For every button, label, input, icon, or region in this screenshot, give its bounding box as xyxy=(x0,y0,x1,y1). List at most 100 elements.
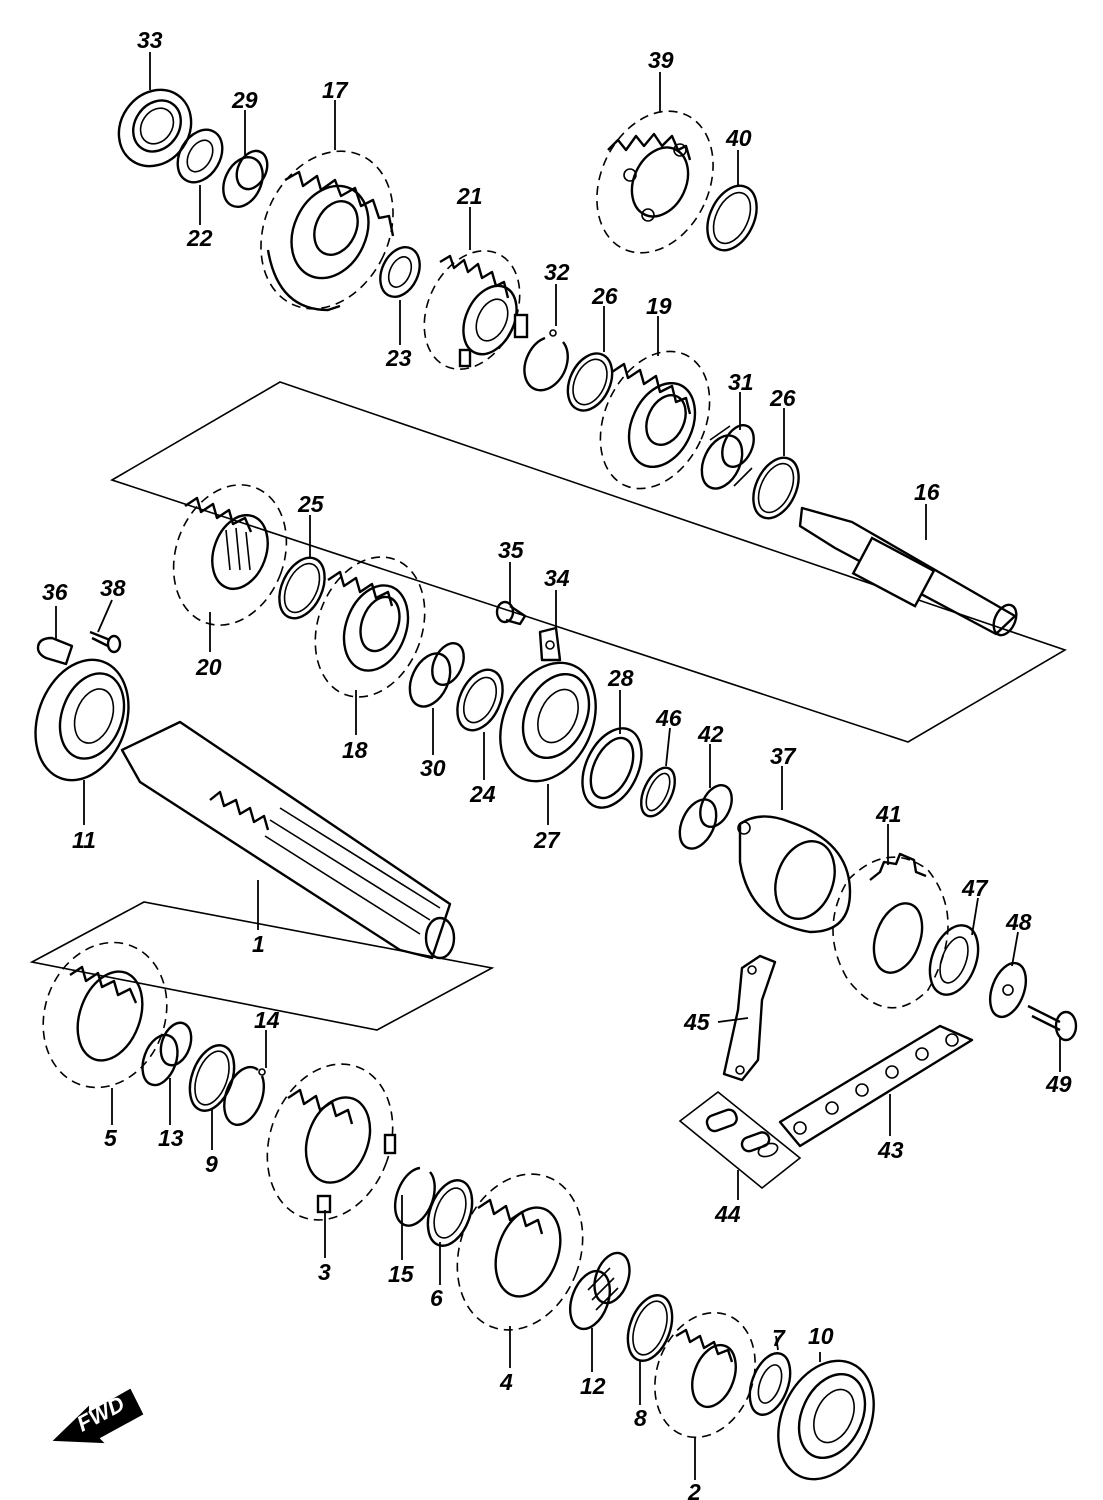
part-29-bushing xyxy=(222,149,269,208)
callout-31: 31 xyxy=(728,369,754,395)
part-34-washer xyxy=(538,626,562,662)
callout-42: 42 xyxy=(697,721,724,747)
part-4-gear xyxy=(456,1173,584,1331)
part-5-gear xyxy=(42,941,168,1089)
callout-26b: 26 xyxy=(769,385,796,411)
callout-33: 33 xyxy=(137,27,163,53)
part-19-gear xyxy=(599,350,711,490)
part-30-bushing xyxy=(408,642,465,708)
callout-47: 47 xyxy=(961,875,989,901)
callout-46: 46 xyxy=(655,705,682,731)
part-8-washer xyxy=(626,1294,674,1362)
callout-24: 24 xyxy=(469,781,496,807)
callout-14: 14 xyxy=(254,1007,280,1033)
callout-28: 28 xyxy=(607,665,634,691)
part-16-countershaft xyxy=(798,506,1018,637)
callout-35: 35 xyxy=(498,537,525,563)
part-20-gear xyxy=(172,484,288,626)
part-45-plate xyxy=(722,954,777,1082)
callout-29: 29 xyxy=(231,87,258,113)
callout-43: 43 xyxy=(877,1137,904,1163)
part-43-drive-chain xyxy=(778,1024,974,1148)
callout-44: 44 xyxy=(714,1201,741,1227)
chain-joint-kit-frame xyxy=(678,1090,802,1190)
callout-4: 4 xyxy=(499,1369,513,1395)
part-41-sprocket xyxy=(832,852,949,1009)
part-13-bushing xyxy=(141,1021,193,1087)
part-11-bearing xyxy=(34,658,130,782)
callout-39: 39 xyxy=(648,47,674,73)
part-15-circlip xyxy=(393,1166,436,1227)
part-44-chain-joint xyxy=(705,1108,779,1158)
callout-22: 22 xyxy=(186,225,213,251)
part-33-bearing xyxy=(117,88,193,168)
part-39-gear xyxy=(596,110,714,254)
part-24-washer xyxy=(456,668,504,732)
callout-labels: 33 29 17 39 40 22 21 23 32 26 19 31 26 1… xyxy=(42,27,1072,1500)
callout-49: 49 xyxy=(1045,1071,1072,1097)
callout-15: 15 xyxy=(388,1261,415,1287)
callout-9: 9 xyxy=(205,1151,218,1177)
callout-7: 7 xyxy=(772,1325,786,1351)
part-31-bushing xyxy=(700,424,755,490)
part-9-washer xyxy=(188,1044,236,1112)
callout-23: 23 xyxy=(385,345,412,371)
part-21-gear xyxy=(423,250,529,370)
callout-10: 10 xyxy=(808,1323,834,1349)
callout-41: 41 xyxy=(875,801,902,827)
driveshaft-group-frame xyxy=(29,901,495,1031)
part-7-washer xyxy=(748,1352,792,1416)
part-3-gear xyxy=(266,1063,397,1221)
part-10-bearing xyxy=(777,1359,875,1481)
callout-1: 1 xyxy=(252,931,265,957)
callout-6: 6 xyxy=(430,1285,443,1311)
part-14-circlip xyxy=(223,1065,266,1126)
part-42-spacer xyxy=(678,784,733,850)
part-38-screw xyxy=(89,630,122,654)
callout-8: 8 xyxy=(634,1405,647,1431)
callout-12: 12 xyxy=(580,1373,606,1399)
part-18-gear xyxy=(314,556,426,698)
callout-30: 30 xyxy=(420,755,446,781)
part-6-splined-washer xyxy=(426,1179,474,1247)
part-37-cover xyxy=(737,815,852,934)
callout-5: 5 xyxy=(104,1125,118,1151)
callout-26a: 26 xyxy=(591,283,618,309)
part-27-bearing xyxy=(499,661,597,783)
countershaft-group-frame xyxy=(110,381,1067,743)
callout-25: 25 xyxy=(297,491,325,517)
callout-34: 34 xyxy=(544,565,570,591)
callout-32: 32 xyxy=(544,259,570,285)
part-26-washer xyxy=(566,352,614,412)
callout-20: 20 xyxy=(195,654,222,680)
callout-11: 11 xyxy=(72,827,96,853)
callout-45: 45 xyxy=(683,1009,711,1035)
part-40-washer xyxy=(706,184,758,252)
callout-16: 16 xyxy=(914,479,940,505)
part-28-oil-seal xyxy=(581,727,643,809)
part-25-washer xyxy=(278,556,326,620)
callout-27: 27 xyxy=(533,827,561,853)
part-1-driveshaft xyxy=(120,720,456,960)
callout-37: 37 xyxy=(770,743,797,769)
fwd-arrow-icon: FWD xyxy=(52,1388,144,1444)
part-36-clip xyxy=(36,636,74,666)
callout-17: 17 xyxy=(322,77,349,103)
callout-2: 2 xyxy=(687,1479,701,1500)
callout-48: 48 xyxy=(1005,909,1032,935)
callout-21: 21 xyxy=(456,183,483,209)
callout-38: 38 xyxy=(100,575,126,601)
callout-19: 19 xyxy=(646,293,672,319)
part-48-washer xyxy=(988,961,1028,1019)
part-46-o-ring xyxy=(640,766,676,818)
part-47-washer xyxy=(928,924,980,996)
callout-36: 36 xyxy=(42,579,68,605)
part-17-gear xyxy=(260,150,395,312)
part-2-gear xyxy=(654,1311,756,1439)
part-23-washer xyxy=(379,246,421,298)
part-22-washer xyxy=(176,128,224,184)
part-35-screw xyxy=(495,600,527,626)
leader-lines xyxy=(55,52,1061,1480)
part-32-circlip xyxy=(523,329,569,392)
